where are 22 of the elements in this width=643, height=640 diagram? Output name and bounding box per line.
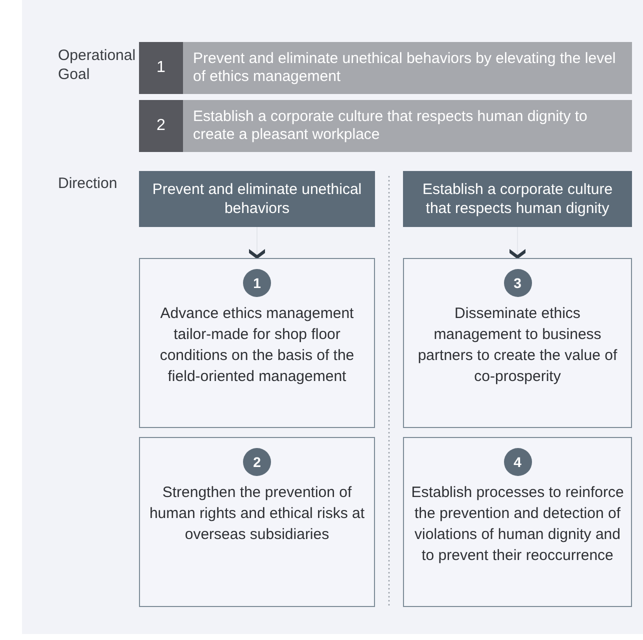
card-text: Disseminate ethics management to business partners to create the value of co-prosperity [416,304,618,387]
card-text: Establish processes to reinforce the prevention and detection of violations of human dignity and to prevent their reoccurrence [410,483,625,566]
section-label: Direction [58,174,118,193]
section-label: Operational Goal [58,46,137,84]
number-badge: 1 [243,269,271,297]
number-badge: 3 [504,269,532,297]
goal-number: 2 [139,100,183,152]
goal-bar [139,42,632,94]
direction-header: Prevent and eliminate unethical behaviors [139,171,375,227]
number-badge: 2 [243,448,271,476]
number-badge: 4 [504,448,532,476]
goal-bar [139,100,632,152]
direction-card [403,258,632,428]
direction-card [139,258,375,428]
direction-header: Establish a corporate culture that respects human dignity [403,171,632,227]
direction-card [139,437,375,607]
goal-number: 1 [139,42,183,94]
card-text: Advance ethics management tailor-made for shop floor conditions on the basis of the field-oriented management [158,304,356,387]
direction-card [403,437,632,607]
goal-text: Establish a corporate culture that respects human dignity to create a pleasant workplace [192,107,588,145]
goal-text: Prevent and eliminate unethical behaviors by elevating the level of ethics management [192,49,617,87]
card-text: Strengthen the prevention of human rights and ethical risks at overseas subsidiaries [148,483,366,545]
